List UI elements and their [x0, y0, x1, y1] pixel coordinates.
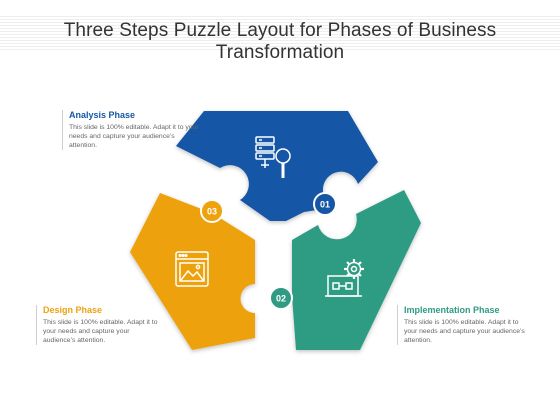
implementation-phase-text: This slide is 100% editable. Adapt it to… [404, 319, 525, 344]
page-title: Three Steps Puzzle Layout for Phases of … [63, 20, 497, 63]
analysis-phase-block: Analysis Phase This slide is 100% editab… [62, 110, 204, 150]
badge-01-label: 01 [320, 200, 330, 210]
badge-02-label: 02 [276, 294, 286, 304]
process-gear-icon [325, 259, 364, 297]
design-phase-block: Design Phase This slide is 100% editable… [36, 305, 163, 345]
design-phase-text: This slide is 100% editable. Adapt it to… [43, 319, 158, 344]
puzzle-piece-analysis [176, 111, 378, 221]
image-window-icon [175, 251, 209, 287]
badge-03-label: 03 [207, 207, 217, 217]
analysis-phase-text: This slide is 100% editable. Adapt it to… [69, 124, 199, 149]
database-search-icon [255, 136, 291, 178]
analysis-phase-title: Analysis Phase [69, 110, 136, 120]
badge-01: 01 [313, 192, 337, 216]
implementation-phase-block: Implementation Phase This slide is 100% … [397, 305, 529, 345]
badge-02: 02 [269, 286, 293, 310]
title-band [0, 14, 560, 52]
design-phase-title: Design Phase [43, 305, 103, 315]
badge-03: 03 [200, 199, 224, 223]
implementation-phase-title: Implementation Phase [404, 305, 500, 315]
puzzle-piece-design [130, 193, 255, 350]
